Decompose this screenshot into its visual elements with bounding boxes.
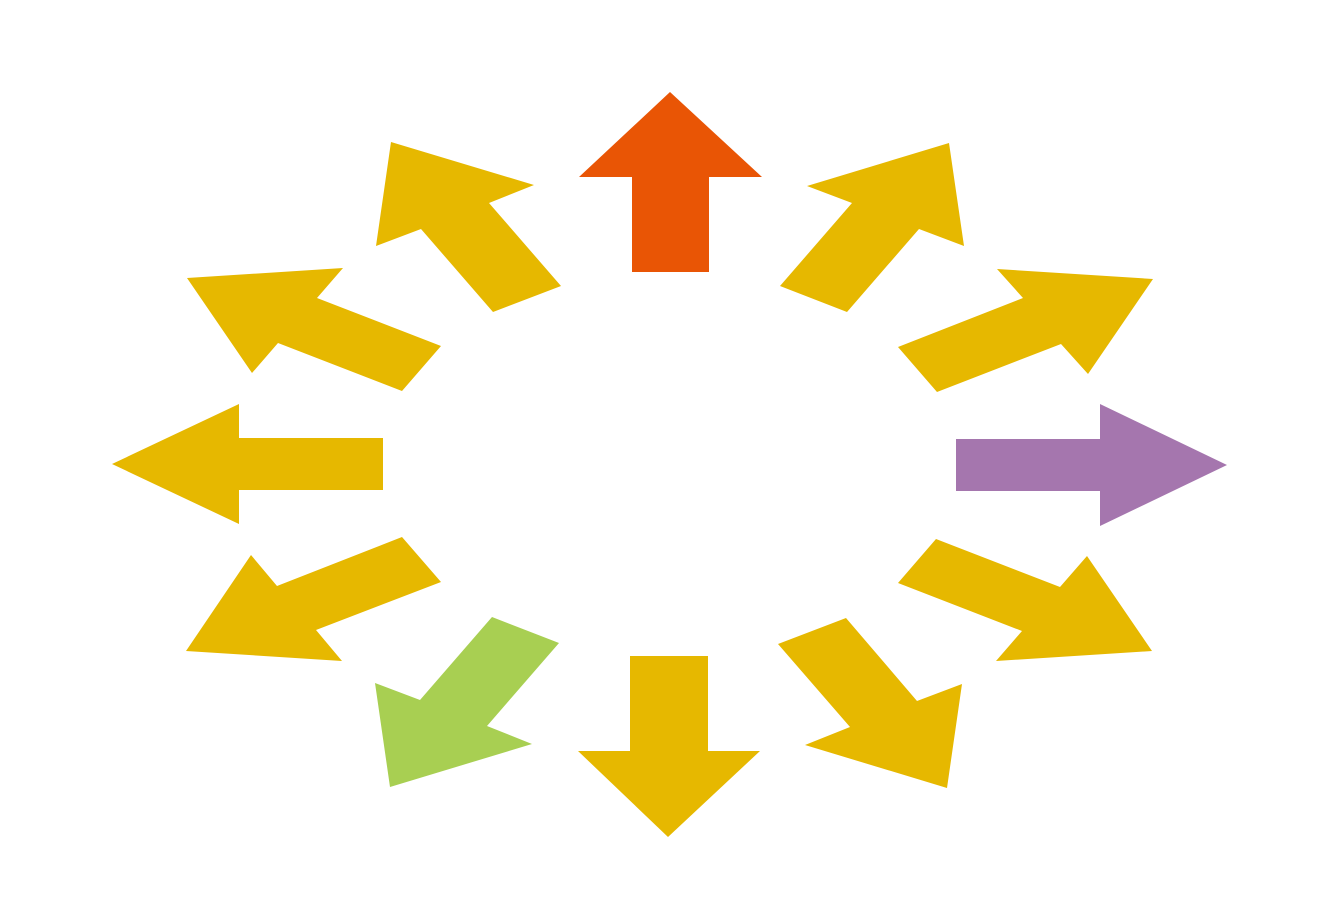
arrow-up-icon: [579, 92, 762, 272]
arrow-right-icon: [956, 404, 1227, 526]
arrow-right-up-icon: [898, 269, 1153, 392]
arrow-down-left-icon: [375, 617, 559, 787]
arrow-left-icon: [112, 404, 383, 524]
arrow-down-right-icon: [778, 618, 962, 788]
arrow-up-left-icon: [376, 142, 561, 312]
arrow-down-icon: [578, 656, 760, 837]
arrow-left-up-icon: [187, 268, 441, 391]
arrow-left-down-icon: [186, 537, 441, 661]
arrow-up-right-icon: [780, 143, 964, 312]
arrow-right-down-icon: [898, 539, 1152, 661]
